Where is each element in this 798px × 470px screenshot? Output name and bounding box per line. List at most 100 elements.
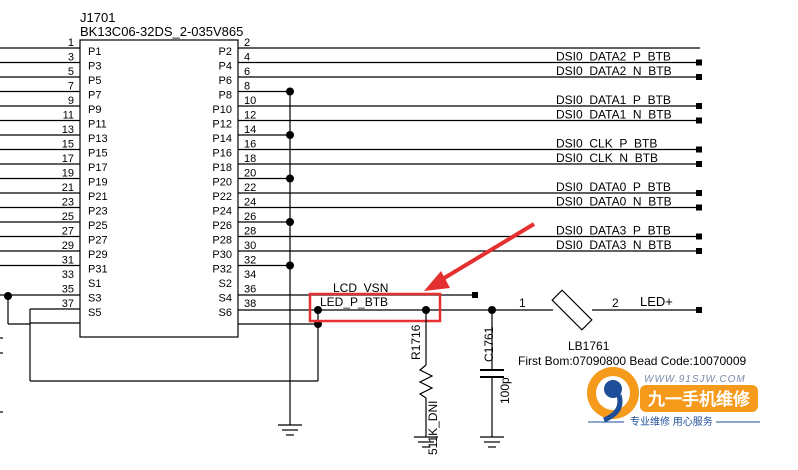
dsi-net-group: DSI0_DATA2_P_BTBDSI0_DATA2_N_BTBDSI0_DAT… — [556, 50, 702, 254]
watermark-slogan: 专业维修 用心服务 — [630, 415, 713, 428]
dsi-net-label: DSI0_DATA3_P_BTB — [556, 224, 671, 238]
pin-number: 1 — [68, 37, 74, 49]
dsi-net-label: DSI0_DATA0_N_BTB — [556, 195, 672, 209]
connector-body — [79, 39, 239, 338]
pin-name: P12 — [212, 119, 232, 131]
dsi-net-terminal — [696, 161, 702, 167]
pin-name: P20 — [212, 177, 232, 189]
dsi-net-terminal — [696, 117, 702, 124]
pin-name: S3 — [88, 293, 101, 305]
pin-number: 16 — [244, 139, 256, 151]
pin-number: 7 — [68, 81, 74, 93]
pin-name: P15 — [88, 148, 108, 160]
ground-symbol-capacitor — [480, 436, 504, 448]
pin-number: 34 — [244, 269, 256, 281]
led-plus-terminal — [696, 307, 702, 313]
pin-name: P16 — [212, 148, 232, 160]
resistor-zigzag — [418, 364, 434, 399]
dsi-net-label: DSI0_DATA2_N_BTB — [556, 64, 672, 78]
left-pin-group: 1P13P35P57P79P911P1113P1315P1517P1719P19… — [0, 37, 108, 319]
pin-number: 18 — [244, 153, 256, 165]
led-plus-label: LED+ — [640, 294, 673, 309]
pin-number: 8 — [244, 81, 250, 93]
pin-name: P8 — [219, 90, 232, 102]
dsi-net-terminal — [696, 190, 702, 196]
pin-number: 32 — [244, 255, 256, 267]
pin-number: 27 — [62, 226, 74, 238]
dsi-net-label: DSI0_DATA1_N_BTB — [556, 108, 672, 122]
bead-pin1-label: 1 — [519, 296, 526, 310]
pin-number: 3 — [68, 52, 74, 64]
pin-name: S5 — [88, 307, 101, 319]
pin-number: 19 — [62, 168, 74, 180]
pin-name: P6 — [219, 75, 232, 87]
pin-number: 36 — [244, 284, 256, 296]
dsi-net-terminal — [696, 204, 702, 211]
pin-number: 4 — [244, 52, 250, 64]
pin-name: P5 — [88, 75, 101, 87]
pin-number: 25 — [62, 211, 74, 223]
pin-name: P1 — [88, 46, 101, 58]
capacitor-value: 100p — [498, 377, 512, 404]
pin-number: 15 — [62, 139, 74, 151]
pin-name: P9 — [88, 104, 101, 116]
pin-name: P13 — [88, 133, 108, 145]
pin-name: P21 — [88, 191, 108, 203]
pin-number: 14 — [244, 124, 256, 136]
pin-name: P25 — [88, 220, 108, 232]
dsi-net-label: DSI0_CLK_P_BTB — [556, 137, 657, 151]
pin-number: 31 — [62, 255, 74, 267]
pin-name: P19 — [88, 177, 108, 189]
pin-name: S4 — [219, 293, 232, 305]
pin-number: 23 — [62, 197, 74, 209]
pin-number: 13 — [62, 124, 74, 136]
pin-name: P4 — [219, 61, 232, 73]
pin-name: P27 — [88, 235, 108, 247]
watermark-title: 九一手机维修 — [647, 389, 751, 409]
pin-number: 26 — [244, 211, 256, 223]
pin-name: P22 — [212, 191, 232, 203]
pin-number: 2 — [244, 37, 250, 49]
pin-name: P18 — [212, 162, 232, 174]
pin-name: P28 — [212, 235, 232, 247]
pin-number: 38 — [244, 298, 256, 310]
pin-number: 30 — [244, 240, 256, 252]
pin-number: 11 — [63, 110, 74, 122]
dsi-net-terminal — [696, 103, 702, 109]
pin-number: 17 — [62, 153, 74, 165]
dsi-net-terminal — [696, 59, 702, 66]
pin-number: 9 — [68, 95, 74, 107]
dsi-net-terminal — [696, 146, 702, 153]
dsi-net-label: DSI0_DATA1_P_BTB — [556, 93, 671, 107]
pin-name: P11 — [88, 119, 107, 131]
watermark-logo-core — [604, 380, 622, 398]
watermark-logo-tail — [602, 394, 623, 423]
pin-number: 22 — [244, 182, 256, 194]
pin-number: 21 — [62, 182, 74, 194]
pin-number: 5 — [68, 66, 74, 78]
ground-symbol-resistor — [414, 436, 438, 448]
watermark-title-bg — [640, 385, 758, 412]
pin-number: 20 — [244, 168, 256, 180]
pin-number: 28 — [244, 226, 256, 238]
pin-name: P14 — [212, 133, 232, 145]
connector-ref: J1701 — [80, 10, 115, 25]
pin-name: P10 — [212, 104, 232, 116]
capacitor-ref: C1761 — [482, 326, 496, 362]
watermark-url: WWW.91SJW.COM — [644, 374, 746, 385]
bead-body — [551, 289, 593, 331]
pin-name: P29 — [88, 249, 108, 261]
pin-number: 37 — [62, 298, 74, 310]
pin-name: P7 — [88, 90, 101, 102]
pin-name: P26 — [212, 220, 232, 232]
pin-name: P3 — [88, 61, 101, 73]
resistor-ref: R1716 — [409, 324, 423, 360]
highlight-box — [308, 292, 442, 323]
led-p-label: LED_P_BTB — [320, 295, 388, 309]
dsi-net-label: DSI0_CLK_N_BTB — [556, 151, 658, 165]
bom-note: First Bom:07090800 Bead Code:10070009 — [518, 354, 746, 368]
pin-number: 33 — [62, 269, 74, 281]
pin-number: 10 — [244, 95, 256, 107]
